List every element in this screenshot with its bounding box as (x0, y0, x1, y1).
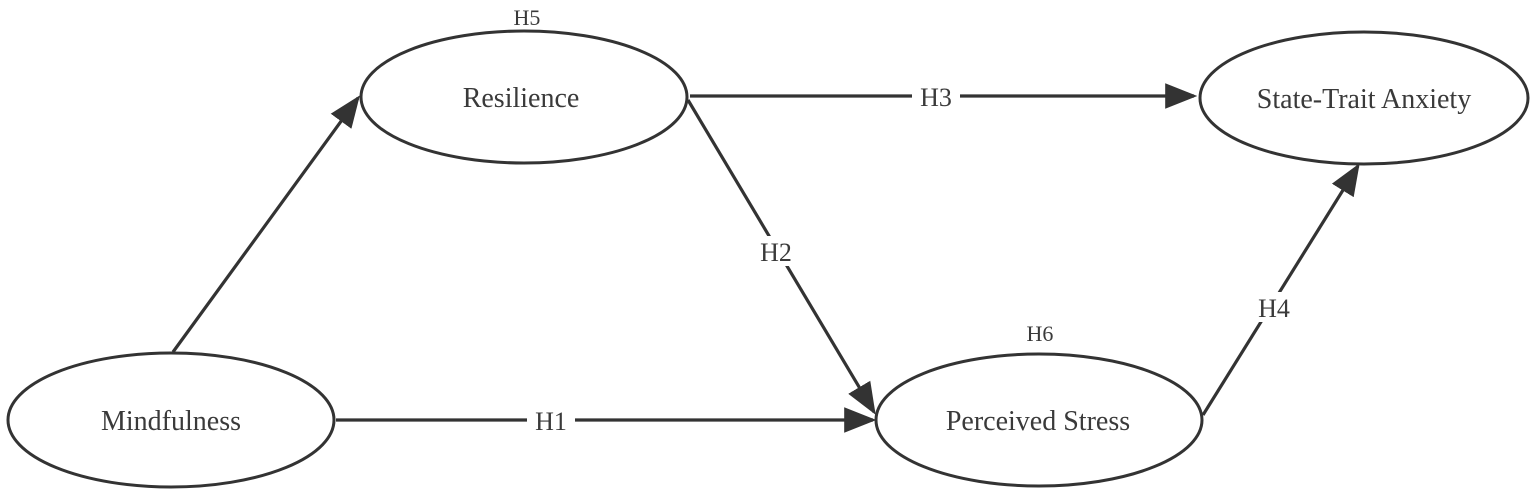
node-resilience-tag: H5 (514, 5, 541, 30)
node-state-trait-anxiety-label: State-Trait Anxiety (1257, 84, 1471, 115)
edge-label-h2-text: H2 (760, 238, 792, 267)
node-perceived-stress-ellipse (874, 352, 1204, 488)
node-mindfulness: Mindfulness (6, 351, 336, 489)
node-perceived-stress-label: Perceived Stress (946, 406, 1130, 437)
node-resilience-ellipse (359, 29, 689, 165)
node-resilience-label: Resilience (463, 83, 580, 114)
node-mindfulness-ellipse (6, 351, 336, 489)
node-perceived-stress: Perceived Stress H6 (874, 321, 1204, 488)
edge-label-h3-text: H3 (920, 83, 952, 112)
edge-label-h3: H3 (912, 82, 960, 112)
edge-label-h4-text: H4 (1258, 294, 1290, 323)
node-perceived-stress-tag: H6 (1027, 321, 1054, 346)
edge-label-h1: H1 (527, 406, 575, 436)
node-state-trait-anxiety-ellipse (1198, 30, 1530, 166)
node-state-trait-anxiety: State-Trait Anxiety (1198, 30, 1530, 166)
edge-label-h2: H2 (752, 236, 800, 267)
edge-label-h1-text: H1 (535, 407, 567, 436)
arrow-h4-stress-to-anxiety (1201, 163, 1360, 416)
edge-label-h4: H4 (1250, 292, 1298, 323)
node-resilience: Resilience H5 (359, 5, 689, 165)
arrow-mindfulness-to-resilience (171, 95, 360, 353)
node-mindfulness-label: Mindfulness (101, 406, 241, 437)
